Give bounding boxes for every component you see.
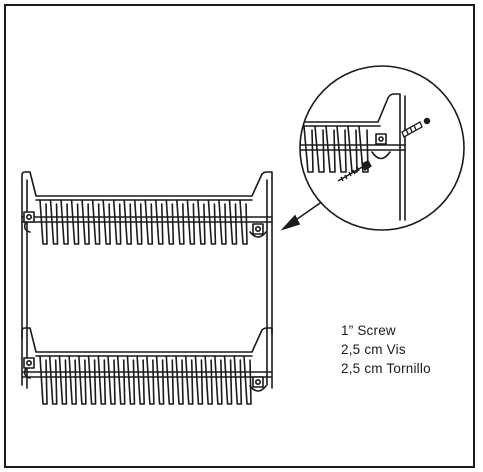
zoom-tine bbox=[336, 125, 347, 173]
rack-tine bbox=[102, 199, 111, 245]
rack-tine bbox=[112, 199, 122, 245]
mount-clip-upper-left bbox=[23, 211, 35, 233]
rack-tine bbox=[146, 355, 155, 405]
rack-tine bbox=[39, 199, 48, 245]
rack-tine bbox=[154, 199, 164, 245]
rack-tine bbox=[78, 355, 87, 405]
rack-tine bbox=[133, 199, 143, 245]
rack-tine bbox=[91, 199, 101, 245]
rack-tine bbox=[218, 199, 227, 245]
rack-tine bbox=[123, 199, 133, 245]
rack-tine bbox=[136, 355, 145, 405]
rack-tine bbox=[175, 355, 184, 405]
rack-tine bbox=[176, 199, 185, 245]
rack-tine bbox=[223, 355, 233, 405]
rack-tine bbox=[186, 199, 196, 245]
zoom-tine bbox=[303, 125, 314, 173]
rack-tine bbox=[116, 355, 126, 405]
rack-tine bbox=[233, 355, 243, 405]
rack-tine bbox=[107, 355, 116, 405]
rack-tine bbox=[165, 199, 175, 245]
rack-tine bbox=[194, 355, 204, 405]
mount-clip-lower-right bbox=[249, 376, 267, 392]
wall-anchor-icon bbox=[401, 117, 431, 138]
screw-icon bbox=[337, 160, 372, 182]
mount-clip-lower-left bbox=[23, 357, 35, 379]
right-frame-rail bbox=[266, 177, 273, 389]
rack-tine bbox=[68, 355, 77, 405]
zoom-tine bbox=[358, 125, 369, 173]
rack-tine bbox=[204, 355, 213, 405]
rack-tine bbox=[155, 355, 165, 405]
zoom-tine bbox=[325, 125, 336, 173]
zoom-detail bbox=[299, 65, 465, 231]
rack-tine bbox=[97, 355, 107, 405]
rack-tine bbox=[49, 199, 59, 245]
rack-tine bbox=[239, 199, 248, 245]
rack-tine bbox=[39, 355, 48, 405]
rack-tine bbox=[207, 199, 217, 245]
rack-tine bbox=[126, 355, 136, 405]
rack-tine bbox=[60, 199, 69, 245]
diagram-frame bbox=[4, 4, 475, 468]
caption-line-french: 2,5 cm Vis bbox=[341, 342, 406, 357]
rack-tine bbox=[70, 199, 80, 245]
upper-tines bbox=[39, 199, 248, 245]
rack-tine bbox=[144, 199, 154, 245]
lower-back-bar bbox=[21, 371, 273, 378]
caption-line-english: 1” Screw bbox=[341, 323, 396, 338]
lower-tines bbox=[39, 355, 252, 405]
rack-tine bbox=[87, 355, 97, 405]
rack-tine bbox=[48, 355, 58, 405]
rack-tine bbox=[214, 355, 223, 405]
upper-top-rail bbox=[21, 171, 273, 197]
lower-top-rail bbox=[21, 327, 273, 353]
mount-clip-upper-right bbox=[249, 223, 267, 238]
rack-tine bbox=[184, 355, 194, 405]
caption-line-spanish: 2,5 cm Tornillo bbox=[341, 361, 431, 376]
rack-tine bbox=[197, 199, 206, 245]
rack-tine bbox=[165, 355, 175, 405]
zoom-tine bbox=[314, 125, 325, 173]
rack-tine bbox=[58, 355, 68, 405]
rack-tine bbox=[228, 199, 238, 245]
zoom-mount-clip bbox=[371, 133, 391, 160]
screw-caption: 1” Screw 2,5 cm Vis 2,5 cm Tornillo bbox=[341, 321, 431, 378]
wire-rack bbox=[21, 171, 273, 405]
rack-tine bbox=[243, 355, 252, 405]
rack-tine bbox=[81, 199, 90, 245]
